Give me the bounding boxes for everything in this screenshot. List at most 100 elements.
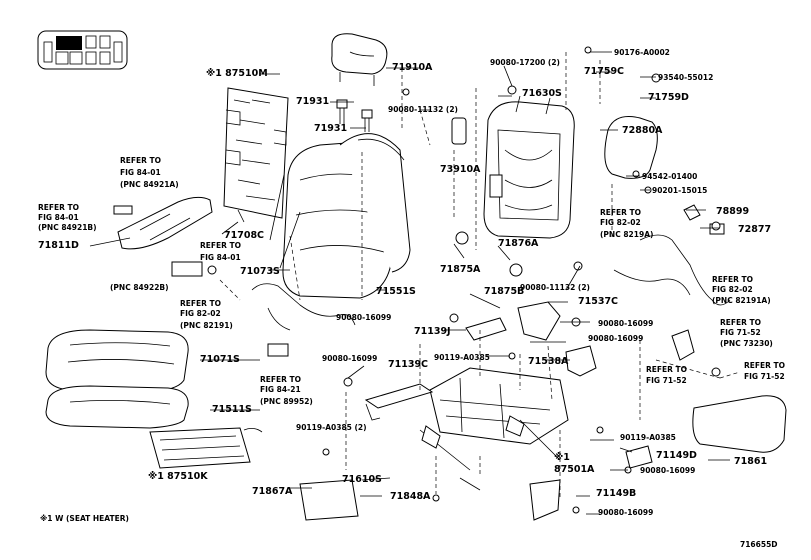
part-label: 87501A	[554, 464, 595, 475]
part-label: 90176-A0002	[614, 48, 670, 57]
lower-shields	[299, 445, 653, 521]
part-labels: 71910A 71931 71931 ※1 87510M 90080-17200…	[38, 48, 771, 517]
part-label: ※1	[554, 452, 570, 463]
part-label: 90080-17200 (2)	[490, 58, 560, 67]
part-label: 71811D	[38, 240, 79, 251]
part-label: 90201-15015	[652, 186, 707, 195]
part-label: 71861	[734, 456, 767, 467]
svg-text:FIG 82-02: FIG 82-02	[712, 285, 753, 294]
seat-rail-cover	[364, 317, 507, 421]
part-label: 90080-16099	[336, 313, 391, 322]
seat-adjuster-frame	[419, 367, 569, 471]
part-label: 71876A	[498, 238, 539, 249]
recliner-cover	[517, 301, 597, 377]
svg-text:REFER TO: REFER TO	[646, 365, 687, 374]
svg-text:REFER TO: REFER TO	[180, 299, 221, 308]
part-label: 90119-A0385	[620, 433, 676, 442]
part-label: ※1 87510K	[148, 471, 208, 482]
part-label: 71538A	[528, 356, 569, 367]
part-label: 71071S	[200, 354, 240, 365]
part-label: 71149B	[596, 488, 636, 499]
headrest-guide-support	[336, 99, 373, 132]
svg-text:(PNC 73230): (PNC 73230)	[720, 339, 773, 348]
svg-text:(PNC 82191): (PNC 82191)	[180, 321, 233, 330]
part-label: 78899	[716, 206, 749, 217]
svg-text:FIG 71-52: FIG 71-52	[646, 376, 687, 385]
part-label: 90080-16099	[640, 466, 695, 475]
part-label: 71931	[314, 123, 347, 134]
refer-note: REFER TO FIG 82-02 (PNC 82191A)	[712, 275, 771, 305]
part-label: 71551S	[376, 286, 416, 297]
part-label: 72880A	[622, 125, 663, 136]
diagram-id: 716655D	[740, 540, 778, 549]
refer-note: REFER TO FIG 82-02 (PNC 82191)	[180, 299, 233, 330]
svg-text:REFER TO: REFER TO	[712, 275, 753, 284]
svg-text:(PNC 84921A): (PNC 84921A)	[120, 180, 179, 189]
part-label: 90080-16099	[588, 334, 643, 343]
part-label: 90080-11132 (2)	[520, 283, 590, 292]
leader-lines	[89, 51, 741, 515]
part-label: 71708C	[224, 230, 264, 241]
side-panel-cover	[604, 116, 658, 179]
part-label: 90119-A0385 (2)	[296, 423, 367, 432]
svg-text:REFER TO: REFER TO	[600, 208, 641, 217]
svg-text:FIG 71-52: FIG 71-52	[720, 328, 761, 337]
seat-cushion	[45, 329, 189, 429]
seatback-frame	[483, 95, 575, 239]
seatback-heater-mat	[223, 87, 289, 219]
svg-text:FIG 84-01: FIG 84-01	[38, 213, 79, 222]
part-label: 71139C	[388, 359, 428, 370]
svg-text:(PNC 84921B): (PNC 84921B)	[38, 223, 97, 232]
part-label: 71848A	[390, 491, 431, 502]
part-label: 90080-16099	[322, 354, 377, 363]
part-label: 71139J	[414, 326, 451, 337]
svg-text:REFER TO: REFER TO	[744, 361, 785, 370]
refer-note: REFER TO FIG 71-52 (PNC 73230)	[720, 318, 773, 348]
part-label: 94542-01400	[642, 172, 697, 181]
part-label: 90080-11132 (2)	[388, 105, 458, 114]
svg-text:(PNC 82191A): (PNC 82191A)	[712, 296, 771, 305]
svg-text:FIG 84-01: FIG 84-01	[200, 253, 241, 262]
svg-text:FIG 84-21: FIG 84-21	[260, 385, 301, 394]
part-label: 90080-16099	[598, 319, 653, 328]
part-label: 71073S	[240, 266, 280, 277]
svg-text:FIG 71-52: FIG 71-52	[744, 372, 785, 381]
refer-note: REFER TO FIG 82-02 (PNC 8219A)	[600, 208, 653, 239]
part-label: 71511S	[212, 404, 252, 415]
svg-text:REFER TO: REFER TO	[38, 203, 79, 212]
fasteners	[207, 46, 721, 514]
svg-text:FIG 82-02: FIG 82-02	[180, 309, 221, 318]
seatback-rod	[237, 174, 301, 269]
part-label: 90119-A0385	[434, 353, 490, 362]
part-label: 71610S	[342, 474, 382, 485]
svg-text:(PNC 89952): (PNC 89952)	[260, 397, 313, 406]
part-label: 71149D	[656, 450, 697, 461]
seat-connector	[267, 343, 289, 357]
part-label: 71630S	[522, 88, 562, 99]
svg-text:REFER TO: REFER TO	[260, 375, 301, 384]
refer-note: REFER TO FIG 71-52	[744, 361, 785, 381]
part-label: 71910A	[392, 62, 433, 73]
part-label: 71759C	[584, 66, 624, 77]
part-label: 71867A	[252, 486, 293, 497]
refer-note: REFER TO FIG 71-52	[646, 365, 687, 385]
svg-text:(PNC 84922B): (PNC 84922B)	[110, 283, 169, 292]
svg-text:REFER TO: REFER TO	[120, 156, 161, 165]
svg-text:FIG 82-02: FIG 82-02	[600, 218, 641, 227]
part-label: 71875A	[440, 264, 481, 275]
part-label: 72877	[738, 224, 771, 235]
part-label: 71931	[296, 96, 329, 107]
part-label: 71875B	[484, 286, 524, 297]
heater-harness	[251, 283, 356, 331]
part-label: 73910A	[440, 164, 481, 175]
footnote: ※1 W (SEAT HEATER)	[40, 514, 129, 523]
refer-note: REFER TO FIG 84-01 (PNC 84921A)	[120, 156, 179, 189]
cushion-heater-mat	[149, 427, 263, 469]
part-label: 93540-55012	[658, 73, 713, 82]
part-label: ※1 87510M	[206, 68, 268, 79]
seat-belt-buckle	[671, 329, 695, 361]
seat-outer-shield	[692, 395, 787, 453]
svg-text:FIG 84-01: FIG 84-01	[120, 168, 161, 177]
refer-note: REFER TO FIG 84-21 (PNC 89952)	[260, 375, 313, 406]
